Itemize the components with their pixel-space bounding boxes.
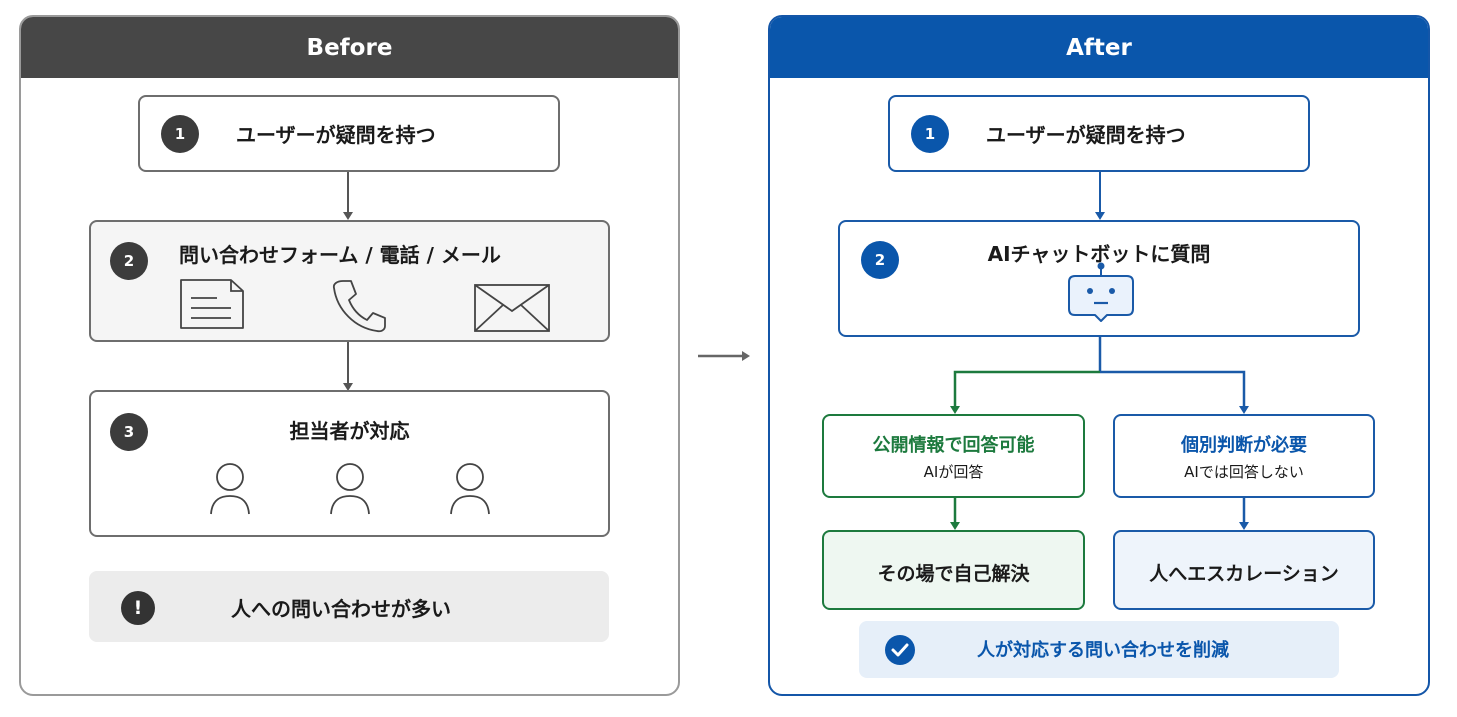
step-number-badge: 1	[911, 115, 949, 153]
step-number-badge: 1	[161, 115, 199, 153]
before-result: ! 人への問い合わせが多い	[89, 571, 609, 642]
before-arrow-2-3	[343, 341, 353, 391]
check-circle-icon	[885, 635, 915, 665]
step-number-badge: 2	[110, 242, 148, 280]
after-result: 人が対応する問い合わせを削減	[859, 621, 1339, 678]
step-number-badge: 3	[110, 413, 148, 451]
after-result-label: 人が対応する問い合わせを削減	[977, 640, 1229, 661]
transition-arrow-icon	[698, 351, 750, 361]
after-step-2-label: AIチャットボットに質問	[987, 242, 1211, 266]
before-step-3-label: 担当者が対応	[289, 419, 410, 443]
phone-icon	[332, 280, 386, 333]
before-header: Before	[21, 17, 678, 78]
before-step-2: 2 問い合わせフォーム / 電話 / メール	[89, 220, 610, 342]
person-icon	[330, 463, 370, 515]
before-arrow-1-2	[343, 170, 353, 220]
person-icon	[450, 463, 490, 515]
document-icon	[180, 279, 244, 329]
branch-individual-judgment: 個別判断が必要 AIでは回答しない	[1113, 414, 1375, 498]
outcome-self-label: その場で自己解決	[877, 563, 1030, 585]
exclamation-icon: !	[121, 591, 155, 625]
branch-individual-subtitle: AIでは回答しない	[1184, 463, 1304, 481]
before-step-2-label: 問い合わせフォーム / 電話 / メール	[179, 243, 501, 267]
branch-public-title: 公開情報で回答可能	[872, 435, 1035, 456]
outcome-escalation: 人へエスカレーション	[1113, 530, 1375, 610]
after-step-1-label: ユーザーが疑問を持つ	[986, 123, 1186, 147]
before-panel: Before	[19, 15, 680, 696]
after-header-label: After	[1066, 34, 1132, 61]
after-header: After	[770, 17, 1428, 78]
outcome-escalate-label: 人へエスカレーション	[1149, 563, 1339, 585]
before-result-label: 人への問い合わせが多い	[231, 597, 451, 621]
branch-individual-title: 個別判断が必要	[1181, 435, 1307, 456]
after-step-2: 2 AIチャットボットに質問	[838, 220, 1360, 337]
before-step-1: 1 ユーザーが疑問を持つ	[138, 95, 560, 172]
branch-public-subtitle: AIが回答	[923, 463, 984, 481]
after-panel: After	[768, 15, 1430, 696]
branch-public-info: 公開情報で回答可能 AIが回答	[822, 414, 1085, 498]
outcome-self-resolve: その場で自己解決	[822, 530, 1085, 610]
before-step-1-label: ユーザーが疑問を持つ	[236, 123, 436, 147]
before-step-3: 3 担当者が対応	[89, 390, 610, 537]
person-icon	[210, 463, 250, 515]
step-number-badge: 2	[861, 241, 899, 279]
before-header-label: Before	[306, 34, 393, 61]
mail-icon	[474, 284, 550, 332]
robot-icon	[1068, 262, 1134, 322]
after-step-1: 1 ユーザーが疑問を持つ	[888, 95, 1310, 172]
